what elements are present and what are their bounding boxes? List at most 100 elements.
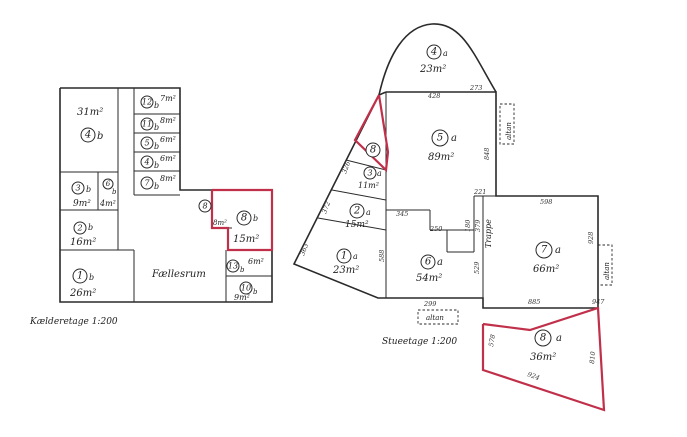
room-2a-marker	[349, 203, 365, 219]
room-4b-small-suffix: b	[154, 161, 159, 170]
room-1b-suffix: b	[89, 273, 94, 282]
room-2b-suffix: b	[88, 223, 93, 232]
dim-label: 299	[423, 300, 436, 308]
room-2a-suffix: a	[366, 208, 371, 217]
room-4b-number: 4	[84, 130, 91, 141]
room-4a-number: 4	[430, 47, 437, 58]
common-room-label: Fællesrum	[151, 269, 206, 280]
ground-floor-plan	[292, 23, 613, 412]
dim-label: 273	[469, 84, 482, 92]
room-2a-area: 15m²	[345, 220, 369, 230]
dim-label: 180	[464, 220, 472, 232]
room-8b-number: 8	[241, 213, 247, 224]
room-11b-number: 11	[142, 120, 152, 129]
room-10b-marker	[239, 281, 253, 295]
dim-label: 529	[473, 262, 481, 274]
room-8-small-area: 8m²	[213, 219, 227, 227]
dim-label: 848	[483, 148, 491, 160]
room-11b-marker	[140, 117, 154, 131]
room-1b-marker	[72, 268, 88, 284]
room-8b-area: 15m²	[233, 234, 259, 245]
basement-caption: Kælderetage 1:200	[29, 317, 118, 327]
room-11b-area: 8m²	[160, 116, 176, 125]
ground-floor-labels: 4 a 23m² 5 a 89m² 8 3 a 11m² 2 a 15m² 1 …	[298, 44, 611, 382]
room-6b-suffix: b	[112, 188, 117, 196]
room-8-small-number: 8	[202, 202, 207, 211]
room-8b-marker	[236, 210, 252, 226]
dim-label: 598	[540, 198, 552, 206]
room-11b-suffix: b	[154, 123, 159, 132]
basement-plan	[59, 87, 274, 303]
dim-label: 379	[474, 220, 482, 232]
room-5a-number: 5	[437, 133, 443, 144]
room-3b-number: 3	[75, 184, 80, 193]
room-8-small-marker	[198, 199, 212, 213]
room-8a-area: 36m²	[530, 352, 556, 363]
room-4b-marker	[80, 127, 96, 143]
room-10b-suffix: b	[253, 288, 258, 296]
room-7b-marker	[140, 176, 154, 190]
dim-label: 428	[427, 92, 440, 100]
basement-labels: 31m² 4 b 12 b 7m² 11 b 8m² 5 b 6m² 4 b 6…	[29, 94, 264, 327]
room-1a-suffix: a	[353, 252, 358, 261]
dim-label: 578	[487, 334, 497, 348]
room-5a-area: 89m²	[428, 152, 454, 163]
room-4a-area: 23m²	[419, 64, 446, 75]
room-6b-area: 4m²	[99, 199, 116, 208]
dim-label: 250	[429, 225, 442, 233]
ground-floor-caption: Stueetage 1:200	[382, 337, 457, 347]
room-3b-area: 9m²	[73, 199, 91, 209]
room-2b-area: 16m²	[70, 237, 96, 248]
room-4a-suffix: a	[443, 49, 448, 58]
room-6b-number: 6	[106, 180, 111, 188]
room-6a-area: 54m²	[416, 273, 442, 284]
room-6a-suffix: a	[437, 257, 443, 268]
dim-label: 363	[298, 242, 310, 256]
dim-label: 885	[528, 298, 540, 306]
room-3a-marker	[363, 166, 377, 180]
room-4b-small-marker	[140, 155, 154, 169]
room-3a-number: 3	[367, 169, 372, 178]
room-4b-small-area: 6m²	[160, 154, 176, 163]
room-7b-area: 8m²	[160, 174, 176, 183]
room-12b-suffix: b	[154, 101, 159, 110]
room-3b-suffix: b	[86, 185, 91, 194]
room-2a-number: 2	[353, 206, 360, 217]
room-13b-marker	[226, 259, 240, 273]
room-12b-number: 12	[142, 98, 152, 107]
dim-label: 947	[592, 298, 605, 306]
room-2b-marker	[73, 221, 87, 235]
room-13b-suffix: b	[240, 266, 245, 274]
room-12b-marker	[140, 95, 154, 109]
room-7b-suffix: b	[154, 182, 159, 191]
dim-label: 924	[526, 370, 540, 382]
balcony-label-east: altan	[603, 262, 611, 280]
dim-label: 221	[473, 188, 486, 196]
room-8a-suffix: a	[556, 333, 562, 344]
room-7b-number: 7	[144, 179, 150, 188]
dim-label: 326	[340, 160, 352, 174]
room-1a-number: 1	[341, 251, 347, 262]
room-4b-suffix: b	[97, 131, 103, 142]
room-8-upper-number: 8	[370, 145, 376, 156]
dim-label: 928	[587, 232, 595, 244]
dim-label: 588	[378, 250, 386, 262]
room-3a-area: 11m²	[358, 181, 379, 190]
room-7a-marker	[535, 241, 553, 259]
room-5b-number: 5	[144, 139, 149, 148]
room-7a-area: 66m²	[533, 264, 559, 275]
room-13b-area: 6m²	[248, 257, 264, 266]
balcony-label-south: altan	[426, 314, 444, 322]
stair-label: Trappe	[484, 219, 493, 248]
room-8a-marker	[534, 329, 552, 347]
room-13b-number: 13	[228, 262, 238, 271]
room-5a-suffix: a	[451, 133, 457, 144]
room-7a-suffix: a	[555, 245, 561, 256]
balcony-label-north: altan	[505, 122, 513, 140]
room-4b-area: 31m²	[77, 107, 103, 118]
room-6b-marker	[102, 178, 114, 190]
room-2b-number: 2	[76, 224, 82, 233]
room-8a-number: 8	[540, 333, 546, 344]
room-7a-number: 7	[541, 245, 548, 256]
